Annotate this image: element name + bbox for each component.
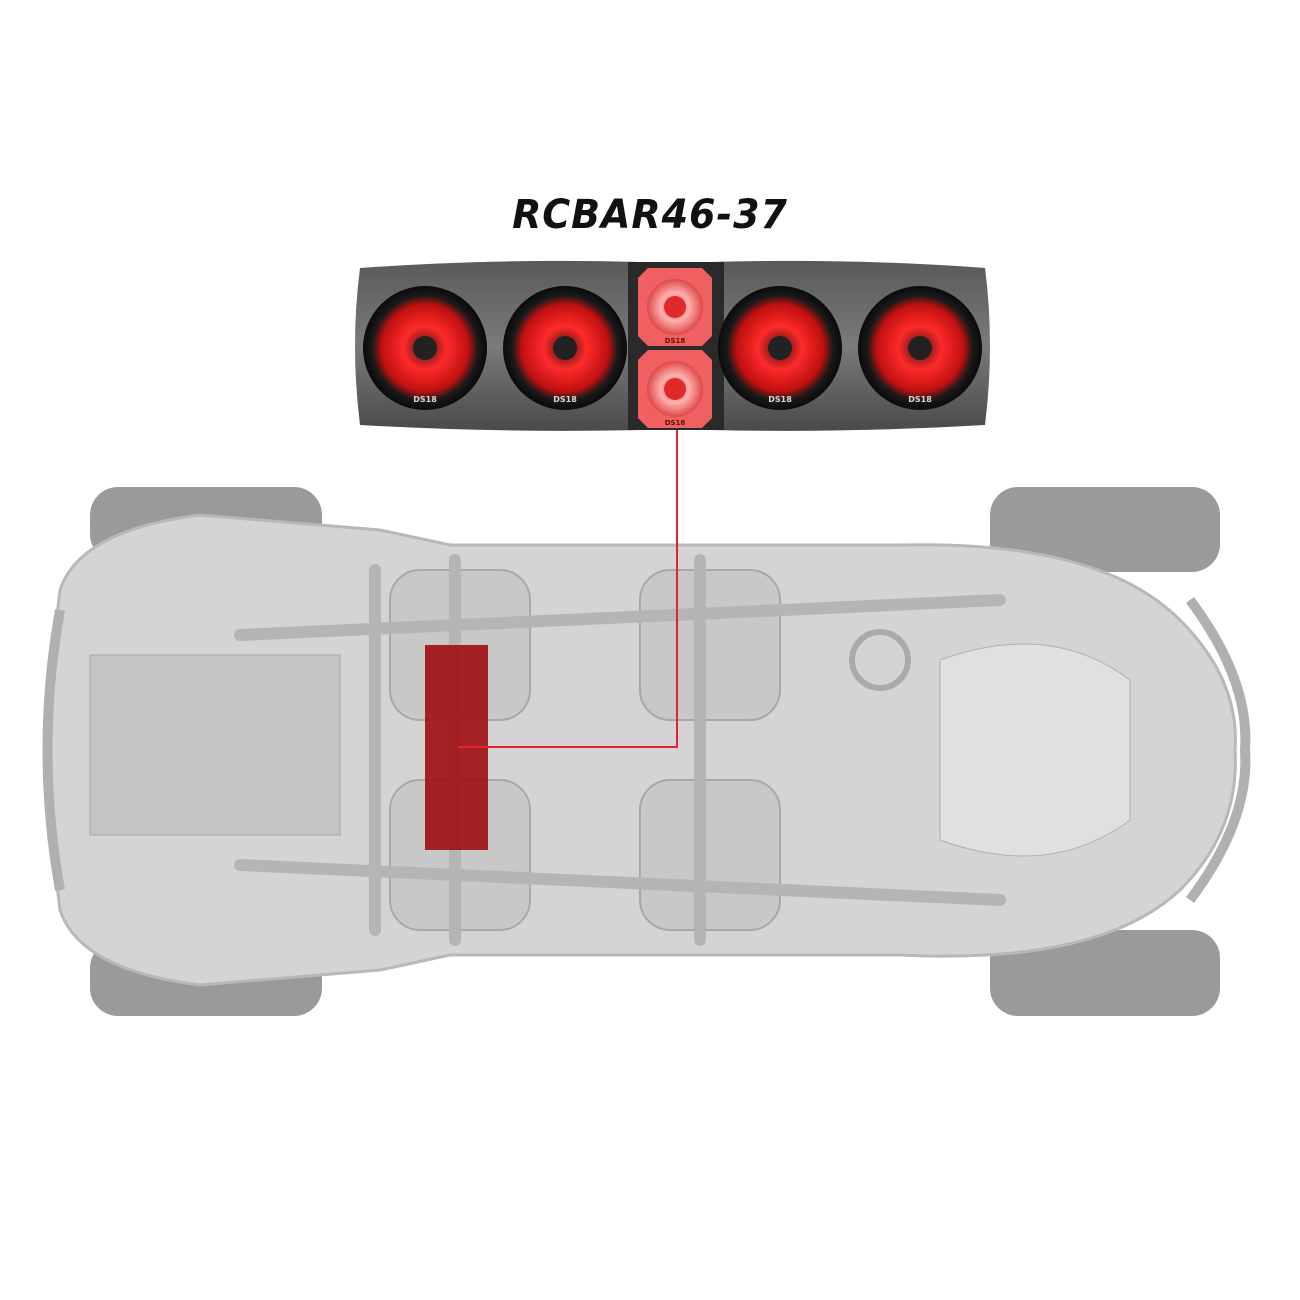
brand-badge: DS18 <box>665 337 686 345</box>
leader-line <box>458 430 678 748</box>
brand-badge: DS18 <box>413 395 437 404</box>
brand-badge: DS18 <box>665 419 686 427</box>
tweeter-2: DS18 <box>638 350 712 428</box>
brand-badge: DS18 <box>768 395 792 404</box>
speaker-4: DS18 <box>858 286 982 410</box>
utv-top-view <box>42 487 1251 1016</box>
brand-badge: DS18 <box>908 395 932 404</box>
brand-badge: DS18 <box>553 395 577 404</box>
speaker-3: DS18 <box>718 286 842 410</box>
sound-bar: DS18 DS18 DS18 DS18 DS18 DS18 <box>355 260 990 431</box>
speaker-1: DS18 <box>363 286 487 410</box>
model-title: RCBAR46-37 <box>512 192 788 238</box>
speaker-2: DS18 <box>503 286 627 410</box>
tweeter-1: DS18 <box>638 268 712 346</box>
